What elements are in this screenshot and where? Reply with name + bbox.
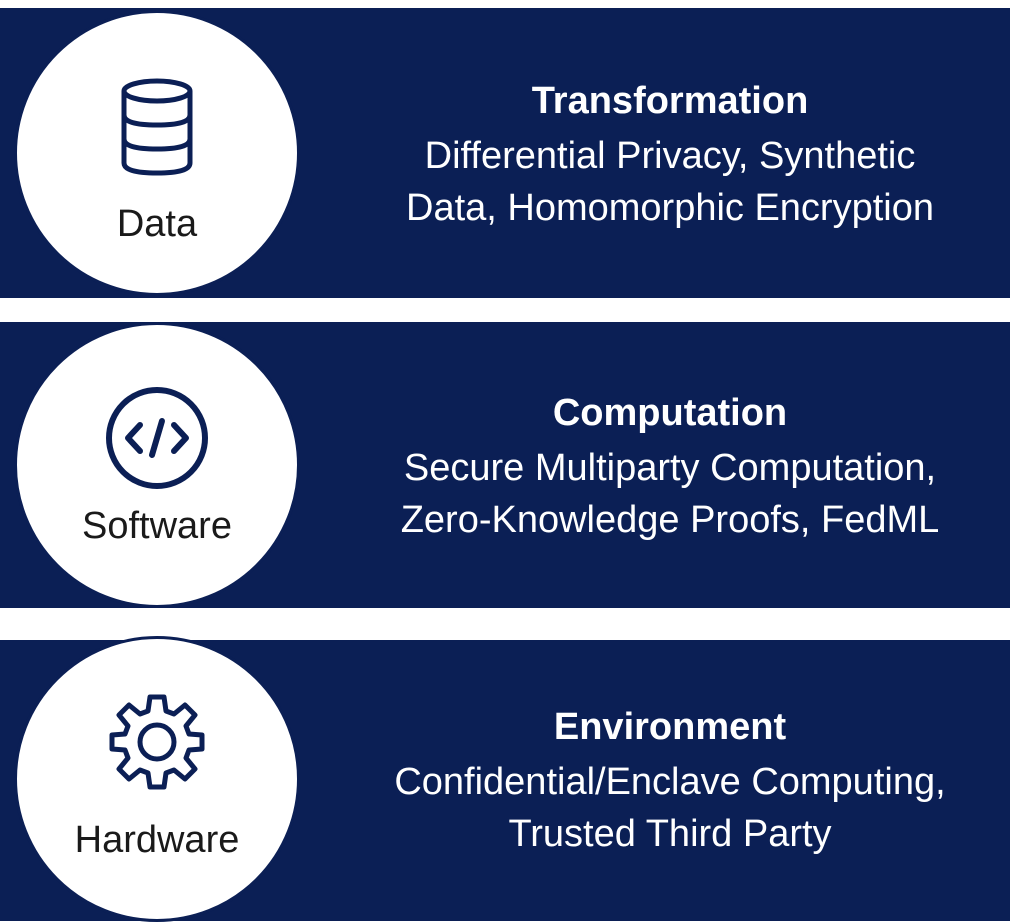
layer-description-line: Zero-Knowledge Proofs, FedML [400,499,940,541]
layer-description-line: Trusted Third Party [508,813,832,855]
layer-text-environment: Environment Confidential/Enclave Computi… [330,704,1010,860]
layer-description-line: Secure Multiparty Computation, [403,447,937,489]
layer-title-computation: Computation [552,392,788,434]
layer-text-transformation: Transformation Differential Privacy, Syn… [330,78,1010,234]
circle-hardware: Hardware [14,636,300,922]
layer-label-software: Software [82,505,232,547]
layer-description-line: Differential Privacy, Synthetic [424,135,916,177]
layer-title-environment: Environment [553,706,787,748]
layer-description-line: Data, Homomorphic Encryption [406,187,934,229]
circle-data: Data [14,10,300,296]
layer-title-transformation: Transformation [531,80,809,122]
layer-label-hardware: Hardware [74,819,240,861]
layer-label-data: Data [116,203,198,245]
layer-text-computation: Computation Secure Multiparty Computatio… [330,390,1010,546]
gear-icon [102,687,212,797]
layer-description-line: Confidential/Enclave Computing, [394,761,946,803]
circle-software: Software [14,322,300,608]
code-icon [102,383,212,493]
database-icon [102,71,212,181]
